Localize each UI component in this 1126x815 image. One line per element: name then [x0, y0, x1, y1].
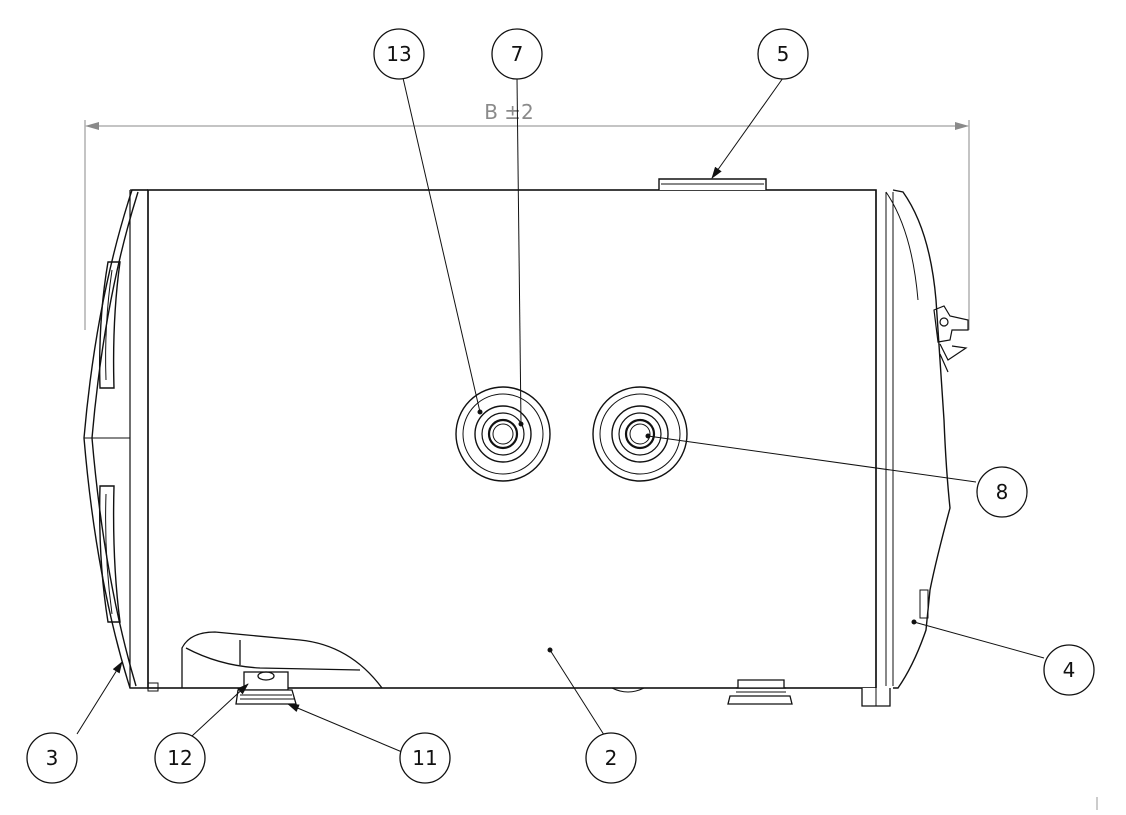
callout-3: 3 [26, 732, 78, 784]
overall-length-dimension: B ±2 [84, 100, 970, 330]
callout-12: 12 [154, 732, 206, 784]
callout-5: 5 [757, 28, 809, 80]
callout-4: 4 [1043, 644, 1095, 696]
leader-lines [76, 77, 1045, 753]
top-mounting-bracket [658, 178, 767, 190]
svg-text:12: 12 [167, 746, 192, 770]
pipe-fitting-right [592, 386, 688, 482]
svg-text:2: 2 [605, 746, 618, 770]
svg-text:3: 3 [46, 746, 59, 770]
callout-7: 7 [491, 28, 543, 80]
svg-text:13: 13 [386, 42, 411, 66]
svg-text:7: 7 [511, 42, 524, 66]
dimension-label: B ±2 [484, 100, 534, 124]
callout-8: 8 [976, 466, 1028, 518]
bottom-cover-and-foot [181, 631, 645, 705]
svg-text:5: 5 [777, 42, 790, 66]
callout-11: 11 [399, 732, 451, 784]
left-end-cap [83, 189, 159, 692]
svg-text:4: 4 [1063, 658, 1076, 682]
callout-13: 13 [373, 28, 425, 80]
callout-2: 2 [585, 732, 637, 784]
right-end-cap [885, 189, 951, 689]
bottom-right-foot [727, 679, 891, 707]
pipe-fitting-left [455, 386, 551, 482]
tank-body [129, 189, 894, 689]
thermostat-connector [933, 305, 969, 373]
svg-text:11: 11 [412, 746, 437, 770]
svg-text:8: 8 [996, 480, 1009, 504]
